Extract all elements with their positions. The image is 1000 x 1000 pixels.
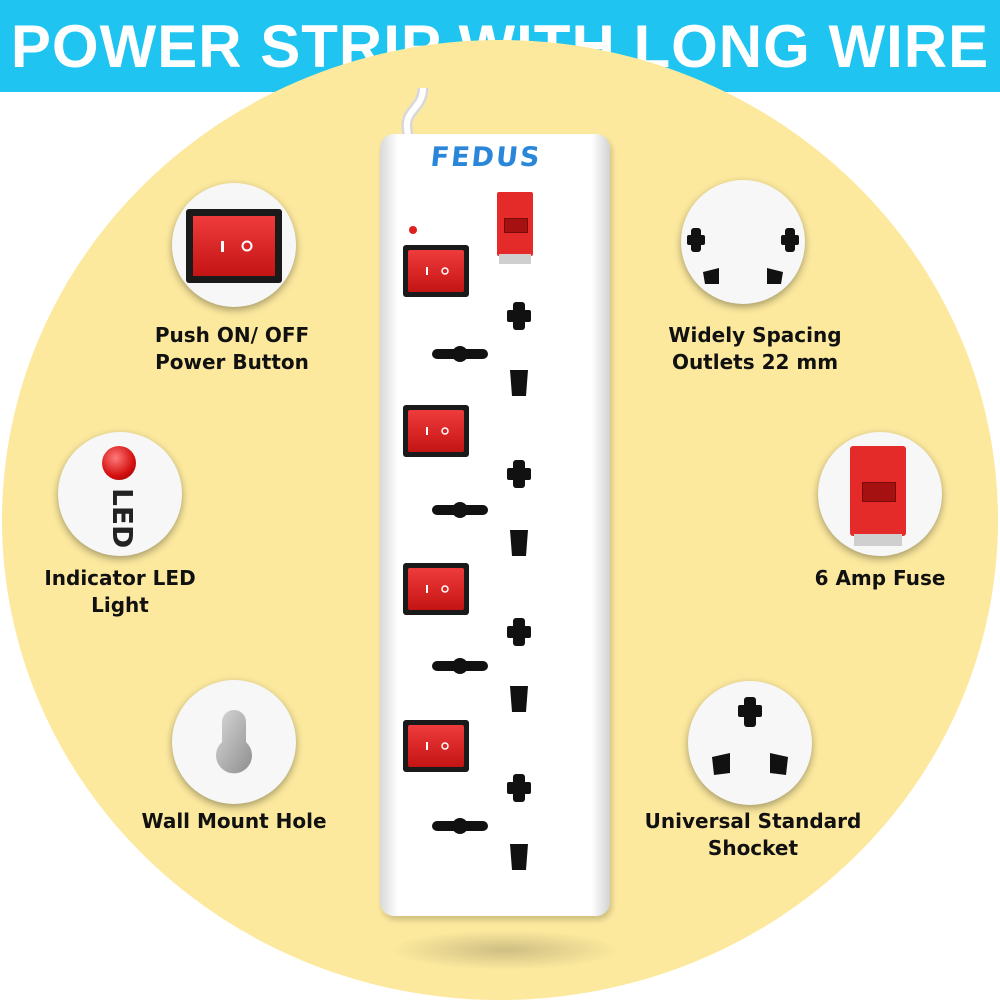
callout-universal-socket xyxy=(688,681,812,805)
led-icon-text: LED xyxy=(106,488,139,549)
strip-led-indicator xyxy=(409,226,417,234)
fuse-icon xyxy=(850,446,910,546)
callout-power-button xyxy=(172,183,296,307)
rocker-switch-icon xyxy=(186,209,282,283)
label-wall-mount: Wall Mount Hole xyxy=(141,809,327,833)
keyhole-icon xyxy=(216,710,252,774)
led-icon xyxy=(102,446,136,480)
socket-spacing-icon xyxy=(687,228,799,284)
socket-4 xyxy=(432,774,531,870)
socket-3 xyxy=(432,618,531,712)
socket-1 xyxy=(432,302,531,396)
label-power-button: Push ON/ OFF Power Button xyxy=(154,323,310,374)
label-fuse: 6 Amp Fuse xyxy=(814,566,946,590)
label-outlet-spacing: Widely Spacing Outlets 22 mm xyxy=(668,323,842,374)
callout-indicator-led: LED xyxy=(58,432,182,556)
socket-2 xyxy=(432,460,531,556)
callout-outlet-spacing xyxy=(681,180,805,304)
strip-switch-4[interactable] xyxy=(403,720,469,772)
label-universal-socket: Universal Standard Shocket xyxy=(644,809,862,860)
callout-fuse xyxy=(818,432,942,556)
label-indicator-led: Indicator LED Light xyxy=(44,566,196,617)
universal-socket-icon xyxy=(712,697,788,775)
strip-switch-2[interactable] xyxy=(403,405,469,457)
callout-wall-mount xyxy=(172,680,296,804)
power-cord xyxy=(401,88,429,150)
strip-sockets xyxy=(432,302,531,870)
strip-fuse xyxy=(497,192,533,264)
strip-shadow xyxy=(390,930,620,970)
strip-switch-3[interactable] xyxy=(403,563,469,615)
strip-switch-1[interactable] xyxy=(403,245,469,297)
